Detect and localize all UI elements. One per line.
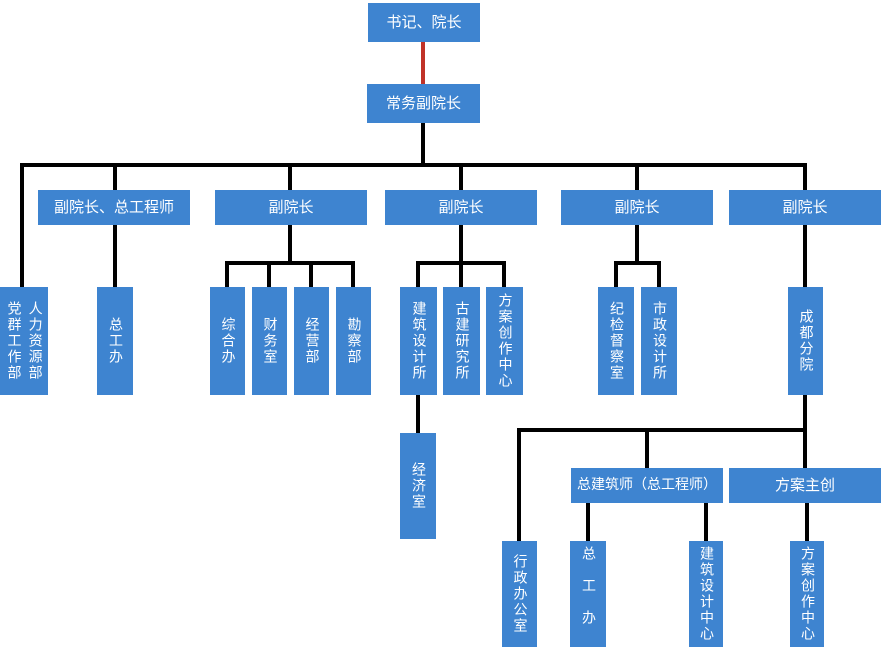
connector-drop-vp-chief xyxy=(113,167,117,190)
node-chief-architect[interactable]: 总建筑师（总工程师） xyxy=(571,468,723,503)
connector-drop-chief-architect xyxy=(645,432,649,468)
node-vp-chief-engineer[interactable]: 副院长、总工程师 xyxy=(38,190,190,225)
connector-drop-adi xyxy=(416,265,420,287)
node-party-mass-work-dept-label: 党群工作部 xyxy=(5,301,22,381)
node-human-resources-dept-label: 人力资源部 xyxy=(26,301,43,381)
node-ancient-architecture-research-institute[interactable]: 古建研究所 xyxy=(443,287,480,395)
node-municipal-design-institute[interactable]: 市政设计所 xyxy=(641,287,677,395)
connector-drop-survey-dept xyxy=(351,265,355,287)
connector-drop-vp4 xyxy=(803,167,807,190)
connector-vp3-stem xyxy=(635,225,639,261)
connector-drop-vp3 xyxy=(635,167,639,190)
connector-drop-branch-scc xyxy=(805,503,809,541)
connector-drop-adc xyxy=(704,503,708,541)
connector-president-execvp xyxy=(421,42,425,84)
connector-drop-vp2 xyxy=(459,167,463,190)
connector-drop-branch-ceoffice xyxy=(586,503,590,541)
connector-drop-business-dept xyxy=(309,265,313,287)
node-chief-engineer-office[interactable]: 总工办 xyxy=(97,287,133,395)
connector-drop-general-office xyxy=(225,265,229,287)
connector-vpchief-ceoffice xyxy=(113,225,117,287)
connector-chengdu-stem xyxy=(803,395,807,428)
node-administrative-office[interactable]: 行政办公室 xyxy=(502,541,537,647)
node-chengdu-branch[interactable]: 成都分院 xyxy=(788,287,823,395)
node-branch-scheme-creation-center[interactable]: 方案创作中心 xyxy=(790,541,824,647)
node-architectural-design-center[interactable]: 建筑设计中心 xyxy=(689,541,723,647)
connector-vp3-horizontal xyxy=(614,261,661,265)
connector-main-horizontal xyxy=(20,163,807,167)
connector-drop-admin-office xyxy=(517,432,521,541)
connector-drop-discipline xyxy=(614,265,618,287)
connector-drop-municipal xyxy=(657,265,661,287)
node-survey-dept[interactable]: 勘察部 xyxy=(336,287,371,395)
connector-drop-aari xyxy=(459,265,463,287)
connector-drop-party-hr xyxy=(20,167,24,287)
node-vice-president-3[interactable]: 副院长 xyxy=(561,190,713,225)
node-vice-president-4[interactable]: 副院长 xyxy=(729,190,881,225)
node-scheme-chief-creator[interactable]: 方案主创 xyxy=(729,468,881,503)
connector-chengdu-horizontal xyxy=(517,428,807,432)
node-executive-vice-president[interactable]: 常务副院长 xyxy=(367,84,480,123)
connector-drop-vp1 xyxy=(288,167,292,190)
connector-vp4-chengdu xyxy=(803,225,807,287)
node-finance-office[interactable]: 财务室 xyxy=(252,287,287,395)
connector-vp1-horizontal xyxy=(225,261,355,265)
node-economy-office[interactable]: 经济室 xyxy=(400,433,436,539)
node-general-affairs-office[interactable]: 综合办 xyxy=(210,287,245,395)
node-architectural-design-institute[interactable]: 建筑设计所 xyxy=(400,287,437,395)
connector-drop-finance-office xyxy=(267,265,271,287)
node-scheme-creation-center[interactable]: 方案创作中心 xyxy=(486,287,523,395)
connector-execvp-mainline xyxy=(421,123,425,163)
connector-vp2-horizontal xyxy=(416,261,506,265)
connector-vp1-stem xyxy=(288,225,292,261)
connector-vp2-stem xyxy=(459,225,463,261)
node-vice-president-1[interactable]: 副院长 xyxy=(215,190,367,225)
node-president[interactable]: 书记、院长 xyxy=(368,3,480,42)
connector-adi-economy xyxy=(416,395,420,433)
node-discipline-inspection-office[interactable]: 纪检督察室 xyxy=(598,287,634,395)
connector-drop-scc xyxy=(502,265,506,287)
node-branch-chief-engineer-office[interactable]: 总工办 xyxy=(570,541,606,647)
node-party-mass-hr-dept[interactable]: 党群工作部 人力资源部 xyxy=(0,287,48,395)
node-business-dept[interactable]: 经营部 xyxy=(294,287,329,395)
node-vice-president-2[interactable]: 副院长 xyxy=(385,190,537,225)
connector-drop-scheme-lead xyxy=(803,432,807,468)
